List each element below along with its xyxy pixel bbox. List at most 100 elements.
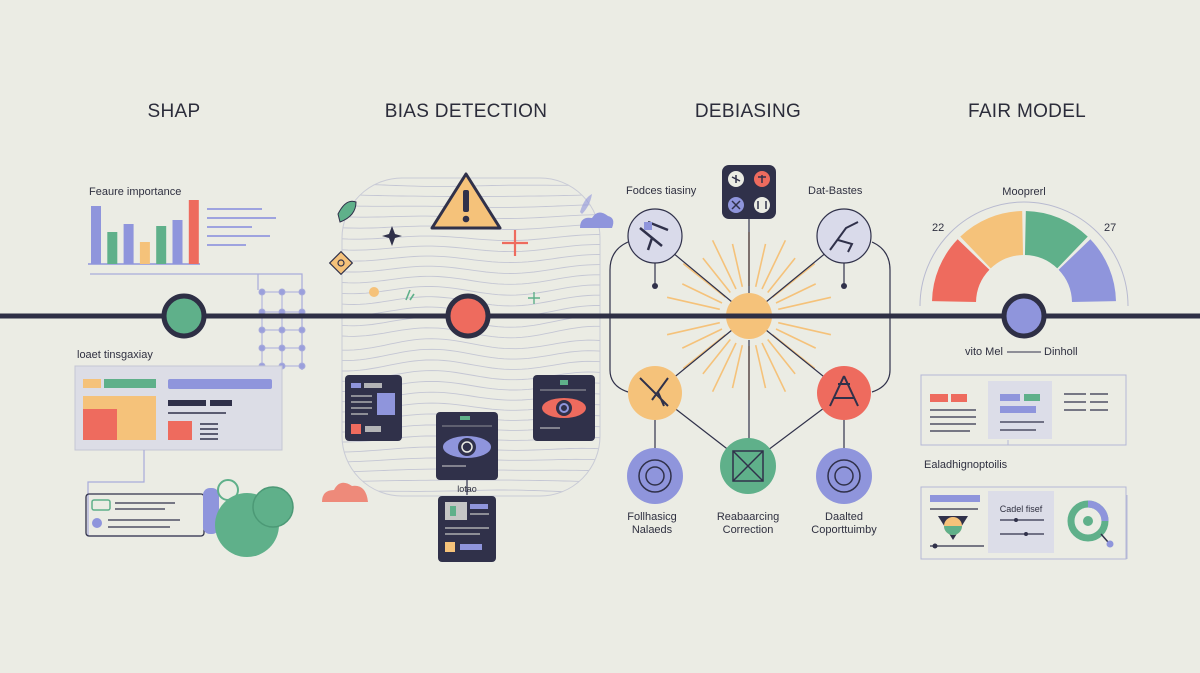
- small-sun-icon: [369, 287, 379, 297]
- bias-detection-section: [322, 172, 614, 562]
- fingerprint-line: [342, 244, 600, 253]
- bias-card-label: lotao: [457, 484, 477, 494]
- bias-card-left: [345, 375, 402, 441]
- features-tracking-label: Fodces tiasiny: [626, 185, 697, 197]
- sun-ray: [711, 239, 737, 290]
- feature-bar: [139, 242, 150, 264]
- shap-section: [74, 200, 306, 557]
- sun-ray: [754, 345, 767, 389]
- feature-bar: [107, 232, 118, 264]
- fingerprint-line: [342, 348, 600, 362]
- legend-right-label: Dinholl: [1044, 346, 1078, 358]
- cloud-icon: [580, 212, 614, 228]
- sun-ray: [702, 339, 731, 375]
- timeline-node: [445, 293, 491, 339]
- sun-ray: [666, 321, 720, 336]
- fingerprint-line: [342, 264, 600, 274]
- bias-card-eye: [436, 412, 498, 480]
- fair-panel-label: Ealadhignoptoilis: [924, 459, 1008, 471]
- sun-ray: [772, 262, 816, 298]
- fair-model-section: [919, 201, 1129, 560]
- gauge-segment: [1058, 239, 1116, 303]
- fingerprint-line: [342, 479, 600, 483]
- gauge-segment: [932, 239, 990, 303]
- reabaarcing-correction-node: [720, 438, 776, 494]
- sparkle-icon: [382, 226, 402, 246]
- fingerprint-line: [342, 359, 600, 372]
- grid-dot-matrix: [258, 288, 306, 370]
- panel-connector-line: [87, 450, 200, 537]
- diamond-badge-icon: [328, 250, 354, 276]
- fingerprint-line: [342, 274, 600, 285]
- fair-inner-label: Cadel fisef: [999, 504, 1043, 514]
- feature-bar: [123, 224, 134, 264]
- timeline-node: [161, 293, 207, 339]
- stage-title-bias-detection: BIAS DETECTION: [384, 101, 548, 122]
- sun-ray: [775, 283, 817, 304]
- orange-tools-node: [628, 366, 682, 420]
- debiasing-section: [609, 165, 891, 504]
- shap-small-card: [85, 493, 205, 537]
- legend-left-label: vito Mel: [965, 346, 1003, 358]
- gauge-title: Mooprerl: [1002, 186, 1046, 198]
- fingerprint-line: [342, 254, 600, 263]
- sun-ray: [761, 239, 787, 290]
- leaf-icon: [337, 200, 357, 223]
- left-edge-dot: [652, 283, 658, 289]
- right-edge-dot: [841, 283, 847, 289]
- feature-bar: [188, 200, 199, 264]
- sun-ray: [761, 342, 787, 393]
- feature-importance-bars: [91, 200, 199, 264]
- data-bases-label: Dat-Bastes: [808, 185, 863, 197]
- feature-legend-lines: [207, 208, 276, 246]
- fair-upper-panel: [920, 374, 1127, 446]
- left-bracket-line: [609, 241, 629, 393]
- timeline-node: [1001, 293, 1047, 339]
- sun-ray: [681, 283, 723, 304]
- shap-dashboard-panel: [74, 365, 283, 451]
- sprout-icon: [405, 289, 415, 301]
- leaf-purple-icon: [580, 194, 592, 214]
- fingerprint-line: [342, 234, 600, 242]
- feature-bar: [172, 220, 183, 264]
- fair-lower-panel: [920, 486, 1128, 560]
- plus-icon: [502, 230, 528, 256]
- shap-lower-label: loaet tinsgaxiay: [77, 349, 153, 361]
- stage-title-shap: SHAP: [147, 101, 201, 122]
- sun-ray: [666, 296, 720, 311]
- green-overlap-circle: [252, 486, 294, 528]
- data-bases-node: [816, 208, 872, 264]
- timeline-nodes: [161, 293, 1047, 339]
- stage-title-debiasing: DEBIASING: [694, 101, 802, 122]
- feature-bar: [91, 206, 101, 264]
- bias-card-right: [533, 375, 595, 441]
- fingerprint-line: [342, 284, 600, 296]
- sun-ray: [711, 342, 737, 393]
- fingerprint-line: [342, 489, 600, 494]
- red-tripod-node: [817, 366, 871, 420]
- warning-icon: [430, 172, 502, 230]
- sun-ray: [778, 321, 832, 336]
- feature-bar: [156, 226, 167, 264]
- sun-ray: [682, 262, 726, 298]
- gauge-segment: [960, 211, 1024, 269]
- gauge-outer-arc: [919, 201, 1129, 307]
- daalted-coporttuimby-node: [816, 448, 872, 504]
- follhasicg-node: [627, 448, 683, 504]
- fairness-gauge: [932, 211, 1116, 303]
- right-bracket-line: [871, 241, 891, 393]
- stage-title-fair-model: FAIR MODEL: [967, 101, 1087, 122]
- fingerprint-line: [342, 338, 600, 351]
- network-edges: [654, 218, 845, 466]
- sun-ray: [775, 328, 817, 349]
- sun-ray: [681, 328, 723, 349]
- sun-ray: [702, 257, 731, 293]
- sun-ray: [767, 339, 796, 375]
- small-cross-icon: [528, 292, 540, 304]
- features-tracking-node: [627, 208, 683, 264]
- sun-ray: [754, 243, 767, 287]
- bias-card-bottom: [438, 496, 496, 562]
